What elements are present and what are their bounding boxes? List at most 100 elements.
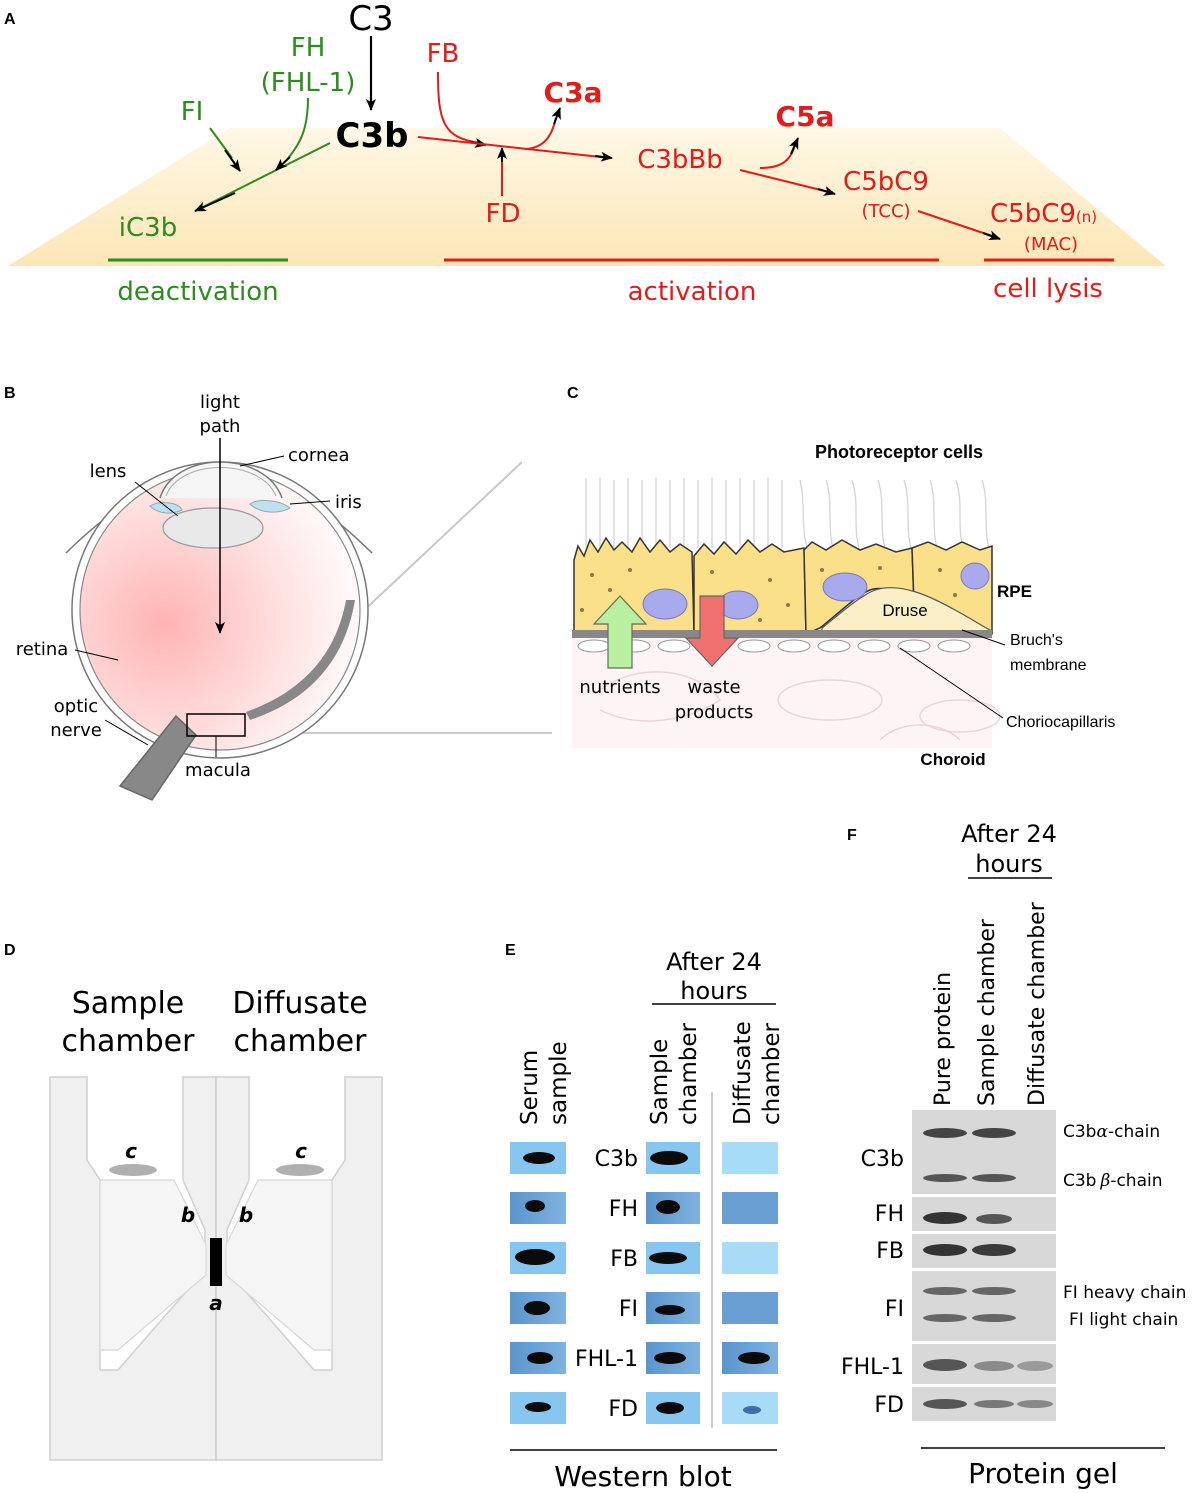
e-row-label: FH	[609, 1197, 638, 1222]
e-col-serum-1: Serum	[517, 1050, 543, 1125]
e-row-c3b: C3b	[510, 1142, 778, 1174]
e-row-fh: FH	[510, 1192, 778, 1224]
activation-label: activation	[628, 277, 757, 307]
e-band	[527, 1352, 553, 1364]
lens-shape	[162, 507, 264, 549]
e-band	[525, 1200, 545, 1212]
seal-c-right	[276, 1164, 324, 1176]
druse-shape	[821, 587, 991, 635]
photoreceptor-label: Photoreceptor cells	[815, 442, 983, 462]
rpe-granules	[580, 566, 957, 622]
to-c5bc9-arrow	[817, 186, 836, 196]
e-row-fd: FD	[510, 1392, 778, 1424]
granule	[608, 588, 612, 592]
fb-connector	[437, 71, 481, 144]
c5bc9n-label: C5bC9(n)	[990, 199, 1097, 229]
optic-nerve-shape	[118, 714, 197, 801]
e-col-diff-1: Diffusate	[730, 1021, 756, 1125]
c3b-label: C3b	[336, 116, 409, 156]
granule	[758, 618, 762, 622]
f-c3b-beta-pre: C3b	[1063, 1171, 1096, 1191]
e-footer-label: Western blot	[554, 1460, 731, 1493]
panel-f-letter: F	[847, 827, 857, 844]
f-row-label: FB	[876, 1239, 904, 1264]
e-band-faint	[743, 1406, 761, 1414]
capillary	[577, 639, 611, 653]
f-band	[923, 1359, 967, 1371]
nutrients-label: nutrients	[579, 677, 660, 698]
c5a-label: C5a	[776, 100, 835, 133]
e-band	[738, 1352, 770, 1364]
lens-label: lens	[90, 461, 127, 482]
membrane-a	[210, 1238, 222, 1286]
retina-pointer	[74, 649, 119, 661]
diffusate-chamber-label-1: Diffusate	[232, 986, 367, 1021]
f-c3b-beta-sym: β	[1099, 1171, 1110, 1191]
f-band	[1017, 1400, 1053, 1408]
e-row-label: FD	[608, 1397, 638, 1422]
f-c3b-alpha-pre: C3b	[1063, 1122, 1096, 1142]
granule	[710, 570, 714, 574]
choroid-vessels	[599, 671, 1001, 741]
granule	[878, 566, 882, 570]
label-c-right: c	[295, 1139, 307, 1163]
iris-pointer	[289, 500, 331, 505]
e-band	[654, 1352, 686, 1364]
e-band	[515, 1249, 555, 1265]
f-band	[923, 1174, 967, 1182]
e-band	[656, 1402, 684, 1414]
deactivation-line	[194, 142, 331, 212]
f-col-diff: Diffusate chamber	[1025, 901, 1050, 1106]
waste-label-1: waste	[687, 677, 740, 698]
optic-pointer	[104, 719, 149, 746]
iris-left	[149, 502, 183, 514]
to-ic3b-arrow	[194, 192, 236, 212]
bruch-label-2: membrane	[1010, 657, 1087, 674]
light-label-2: path	[200, 416, 241, 437]
e-blot-diffusate	[722, 1292, 778, 1324]
iris-right	[249, 500, 291, 513]
choriocap-label: Choriocapillaris	[1006, 714, 1115, 731]
label-a: a	[209, 1291, 223, 1315]
label-b-left: b	[181, 1203, 195, 1227]
sample-well	[99, 1179, 207, 1351]
lens-pointer	[134, 481, 179, 517]
waste-arrow	[684, 595, 740, 667]
e-after-label-1: After 24	[666, 948, 762, 976]
panel-c: C Photoreceptor cells	[567, 385, 1115, 769]
choroid-label: Choroid	[920, 750, 985, 769]
vessel-3	[599, 671, 722, 722]
e-after-label-2: hours	[680, 977, 747, 1005]
e-band	[524, 1301, 550, 1315]
cell-lysis-label: cell lysis	[993, 274, 1103, 304]
c3a-label: C3a	[544, 76, 603, 109]
capillary	[817, 639, 851, 653]
f-band	[976, 1214, 1012, 1224]
seal-c-left	[109, 1164, 157, 1176]
mac-label: (MAC)	[1024, 234, 1078, 255]
f-row-label: FHL-1	[841, 1355, 904, 1380]
c3bbb-label: C3bBb	[637, 145, 723, 175]
panel-b-letter: B	[4, 385, 16, 402]
photoreceptor-cones	[799, 479, 991, 553]
capillary	[857, 639, 891, 653]
photoreceptors	[585, 478, 991, 553]
panel-d: D Sample chamber Diffusate chamber c c b…	[4, 942, 383, 1461]
e-blot-diffusate	[722, 1242, 778, 1274]
panel-c-letter: C	[567, 385, 579, 402]
fb-label: FB	[427, 39, 460, 69]
retina-band	[246, 600, 355, 720]
f-band	[972, 1287, 1016, 1295]
e-col-serum-2: sample	[546, 1041, 572, 1125]
waste-label-2: products	[675, 702, 754, 723]
activation-line-2	[739, 169, 834, 194]
cell-surface-mound	[8, 128, 1166, 266]
e-row-fhl1: FHL-1	[510, 1342, 778, 1374]
capillary	[657, 639, 691, 653]
light-label-1: light	[200, 392, 240, 413]
druse-label: Druse	[882, 601, 927, 620]
diffusate-well	[225, 1179, 333, 1351]
f-fi-light-label: FI light chain	[1069, 1310, 1178, 1330]
f-after-label-2: hours	[975, 850, 1042, 878]
